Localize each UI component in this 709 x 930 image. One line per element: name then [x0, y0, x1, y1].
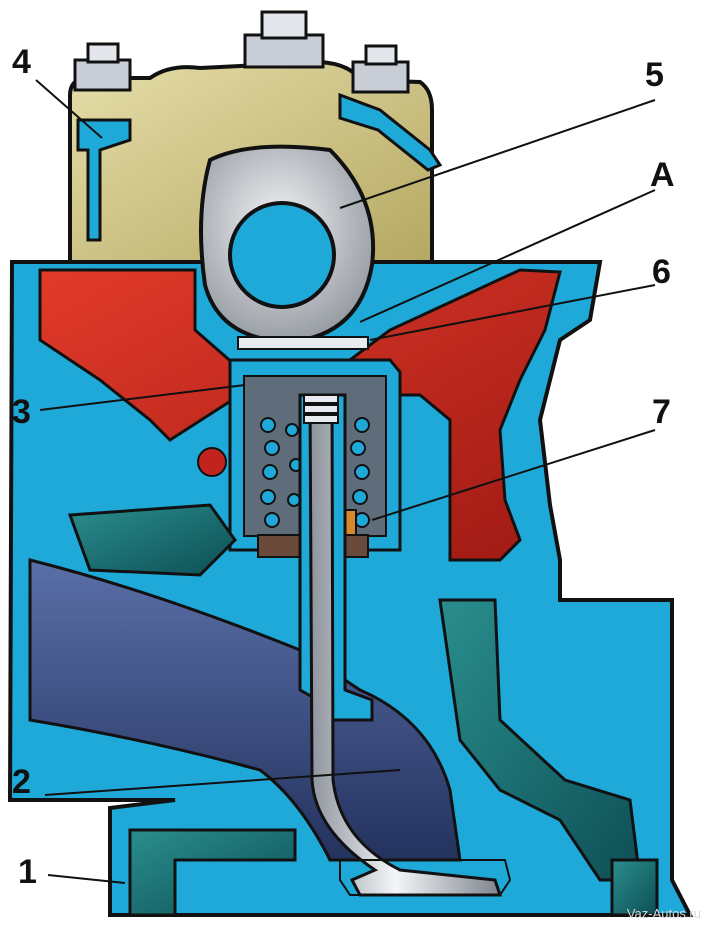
- valve: [308, 393, 503, 897]
- bolt-left: [73, 42, 132, 92]
- valve-keepers: [303, 394, 339, 424]
- bolt-right: [351, 44, 410, 94]
- water-passage-left: [67, 503, 237, 577]
- leader-lines: [35, 79, 656, 884]
- watermark: Vaz-Autos.ru: [626, 906, 701, 921]
- leader-line-6: [369, 284, 656, 341]
- water-passage-bottom: [128, 828, 297, 917]
- callout-6: 6: [652, 253, 671, 291]
- callout-A: A: [650, 156, 675, 194]
- callout-1: 1: [18, 853, 37, 891]
- leader-line-7: [371, 429, 656, 521]
- valve-seat: [339, 859, 512, 896]
- callout-7: 7: [652, 393, 671, 431]
- water-passage-bottom-right: [610, 858, 659, 917]
- leader-line-A: [359, 189, 656, 323]
- oil-channel: [76, 118, 132, 242]
- adjusting-shim: [237, 336, 369, 350]
- intake-port: [28, 558, 462, 862]
- oil-channel-right: [338, 92, 443, 172]
- leader-line-3: [39, 384, 246, 411]
- callout-4: 4: [12, 43, 31, 81]
- oil-hole: [197, 447, 227, 477]
- leader-line-2: [44, 769, 401, 796]
- valve-spring-outer: [260, 417, 370, 528]
- bolt-center: [243, 10, 325, 69]
- callout-2: 2: [12, 763, 31, 801]
- leader-line-1: [47, 874, 126, 884]
- leader-line-4: [35, 79, 103, 139]
- leader-line-5: [339, 99, 656, 209]
- callout-5: 5: [645, 56, 664, 94]
- callout-3: 3: [12, 393, 31, 431]
- camshaft: [228, 201, 336, 309]
